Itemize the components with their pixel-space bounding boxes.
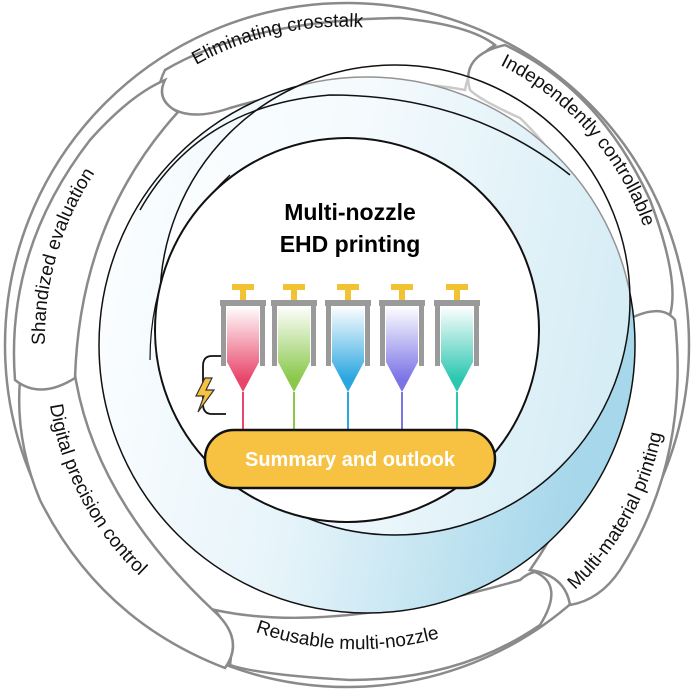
- segment-tab-left-lower: [17, 372, 235, 670]
- syringe-purple: [379, 284, 425, 432]
- title-line-1: Multi-nozzle: [284, 199, 416, 225]
- summary-pill: [203, 428, 497, 490]
- syringe-pink: [220, 284, 266, 432]
- syringe-green: [271, 284, 317, 432]
- syringe-teal: [434, 284, 480, 432]
- lightning-bolt-icon: [195, 377, 216, 413]
- syringe-group: [220, 284, 480, 432]
- syringe-blue: [325, 284, 371, 432]
- segment-tab-left-upper: [12, 77, 181, 391]
- title-line-2: EHD printing: [280, 231, 421, 257]
- summary-label: Summary and outlook: [245, 449, 456, 471]
